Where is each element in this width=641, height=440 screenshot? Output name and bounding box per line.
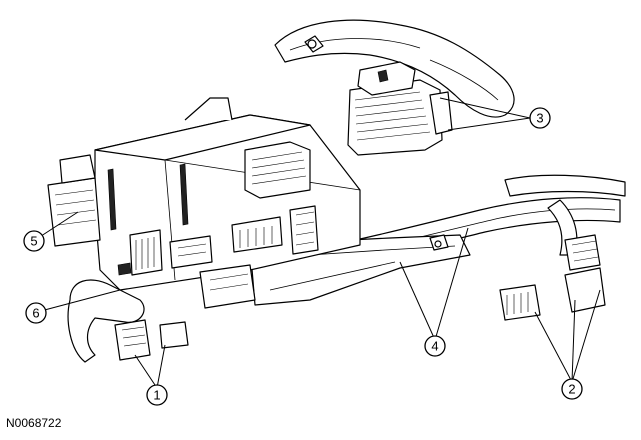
- callout-label: 1: [153, 388, 160, 403]
- leader-lines: [34, 97, 601, 389]
- lower-left-harness: [67, 279, 189, 363]
- callout-3: 3: [529, 107, 551, 129]
- callout-label: 6: [32, 306, 39, 321]
- junction-box: [94, 97, 361, 309]
- callout-label: 2: [568, 382, 575, 397]
- figure-code: N0068722: [6, 416, 62, 430]
- fastener-icon: [307, 39, 317, 49]
- callout-5: 5: [23, 230, 45, 252]
- side-connector-5: [47, 154, 101, 247]
- callout-2: 2: [561, 378, 583, 400]
- callout-label: 3: [536, 111, 543, 126]
- connector-group-3: [347, 61, 453, 156]
- callout-1: 1: [146, 384, 168, 406]
- callout-label: 4: [431, 339, 438, 354]
- callout-6: 6: [25, 302, 47, 324]
- callout-label: 5: [30, 234, 37, 249]
- callout-4: 4: [424, 335, 446, 357]
